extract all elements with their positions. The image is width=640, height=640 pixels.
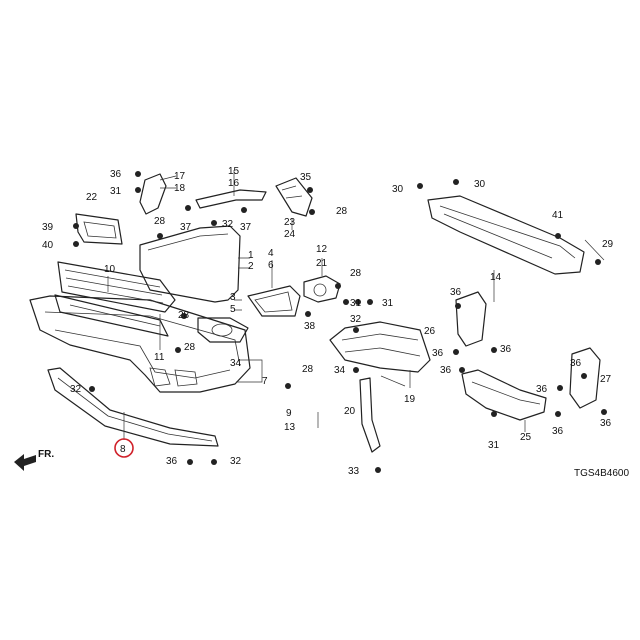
callout-37: 37 <box>180 222 192 233</box>
callout-17: 17 <box>174 171 186 182</box>
callout-33: 33 <box>348 466 360 477</box>
callout-10: 10 <box>104 264 116 275</box>
callout-25: 25 <box>520 432 532 443</box>
callout-22: 22 <box>86 192 98 203</box>
callout-28e: 28 <box>184 342 196 353</box>
lower-beam-support <box>461 369 547 421</box>
callout-36f: 36 <box>570 358 582 369</box>
callout-12: 12 <box>316 244 328 255</box>
callout-4: 4 <box>268 248 274 259</box>
headlight-trim-cover <box>139 225 241 303</box>
fog-light-bezel <box>197 317 249 343</box>
highlight-part-8: 8 <box>114 438 134 458</box>
callout-40: 40 <box>42 240 54 251</box>
callout-1: 1 <box>248 250 254 261</box>
diagram-code: TGS4B4600 <box>574 468 629 479</box>
side-spacer-right <box>275 177 313 217</box>
callout-35: 35 <box>300 172 312 183</box>
callout-6: 6 <box>268 260 274 271</box>
callout-18: 18 <box>174 183 186 194</box>
callout-39: 39 <box>42 222 54 233</box>
callout-38: 38 <box>304 321 316 332</box>
grille-lower <box>57 261 176 313</box>
callout-9: 9 <box>286 408 292 419</box>
callout-30b: 30 <box>474 179 486 190</box>
grille-mid <box>54 294 169 337</box>
front-direction-indicator: FR. <box>14 449 54 471</box>
callout-28c: 28 <box>350 268 362 279</box>
callout-11: 11 <box>154 352 165 363</box>
callout-15: 15 <box>228 166 240 177</box>
callout-27: 27 <box>600 374 612 385</box>
fasteners <box>73 171 607 473</box>
bracket-26 <box>455 291 487 347</box>
callout-34b: 34 <box>334 365 346 376</box>
callout-32b: 32 <box>350 314 362 325</box>
callout-36h: 36 <box>600 418 612 429</box>
side-spacer <box>195 189 267 209</box>
callout-16: 16 <box>228 178 240 189</box>
callout-31c: 31 <box>382 298 394 309</box>
callout-31: 31 <box>110 186 122 197</box>
callout-13: 13 <box>284 422 296 433</box>
callout-36b: 36 <box>450 287 462 298</box>
callout-20: 20 <box>344 406 356 417</box>
callout-36d: 36 <box>500 344 512 355</box>
callout-36g: 36 <box>536 384 548 395</box>
callout-8: 8 <box>120 444 126 455</box>
fog-trim-ring <box>247 285 301 317</box>
callout-32d: 32 <box>230 456 242 467</box>
callout-19: 19 <box>404 394 416 405</box>
callout-28d: 28 <box>178 310 190 321</box>
callout-32c: 32 <box>70 384 82 395</box>
callout-28f: 28 <box>302 364 314 375</box>
callout-36i: 36 <box>552 426 564 437</box>
arrow-left-icon <box>14 454 36 471</box>
callout-28: 28 <box>154 216 166 227</box>
front-beam <box>427 195 585 275</box>
fog-light-unit <box>303 275 341 303</box>
bracket-27 <box>569 347 601 409</box>
callout-21: 21 <box>316 258 328 269</box>
side-bracket-left <box>139 173 167 215</box>
callout-36e: 36 <box>440 365 452 376</box>
bumper-face-upper <box>29 295 251 393</box>
callout-36: 36 <box>110 169 122 180</box>
callout-3: 3 <box>230 292 236 303</box>
callout-29: 29 <box>602 239 614 250</box>
callout-31d: 31 <box>488 440 500 451</box>
callout-37b: 37 <box>240 222 252 233</box>
callout-28b: 28 <box>336 206 348 217</box>
callout-31b: 31 <box>350 298 362 309</box>
absorber-assembly <box>329 321 431 373</box>
leader-lines <box>107 170 605 440</box>
callout-34: 34 <box>230 358 242 369</box>
callout-5: 5 <box>230 304 236 315</box>
callout-7: 7 <box>262 376 268 387</box>
lower-stay <box>359 377 381 453</box>
callout-23: 23 <box>284 217 296 228</box>
callout-32: 32 <box>222 219 234 230</box>
callout-41: 41 <box>552 210 564 221</box>
callout-14: 14 <box>490 272 502 283</box>
callout-36j: 36 <box>166 456 178 467</box>
callout-30: 30 <box>392 184 404 195</box>
callout-2: 2 <box>248 261 254 272</box>
direction-label: FR. <box>38 449 54 460</box>
bumper-lower-lip <box>47 367 219 447</box>
callout-36c: 36 <box>432 348 444 359</box>
callout-26: 26 <box>424 326 436 337</box>
license-plate-bracket <box>75 213 123 245</box>
callout-24: 24 <box>284 229 296 240</box>
callout-labels: 36 31 17 18 15 16 35 30 30 22 39 40 28 3… <box>42 166 614 477</box>
